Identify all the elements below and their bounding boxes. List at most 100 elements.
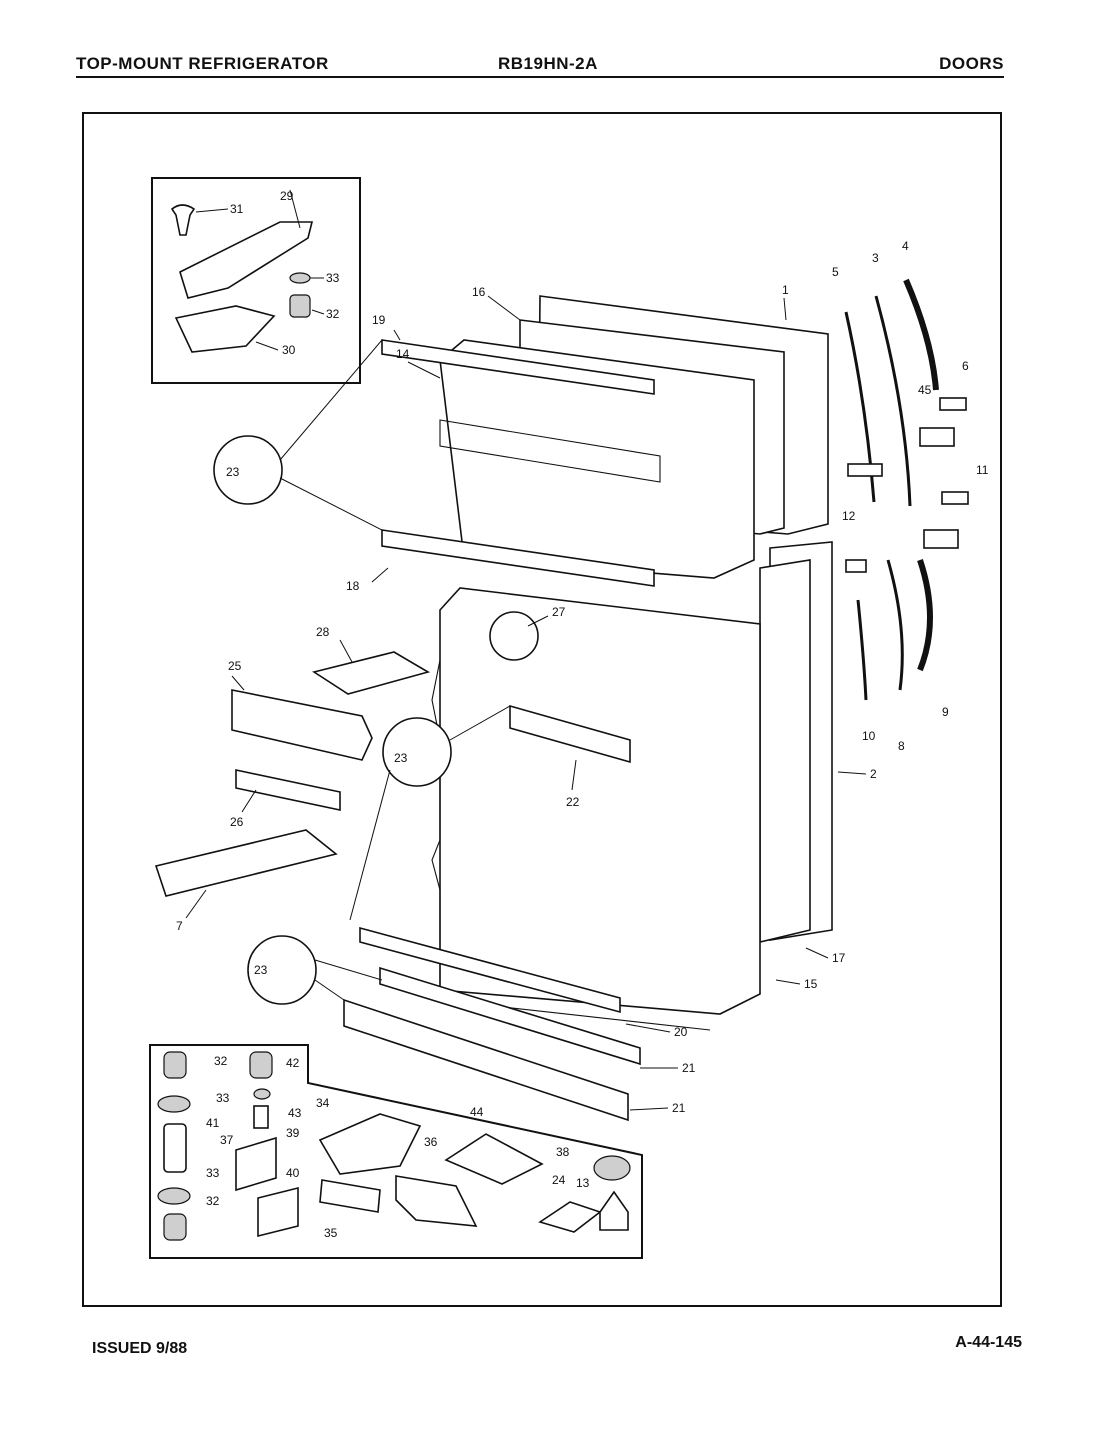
fresh-door-panel-15 [439,587,761,1015]
callout-11: 11 [976,463,989,477]
detail-circle-27 [489,611,539,661]
leader-lines [185,189,867,1111]
bushing-32-top [163,1051,187,1079]
callout-37: 37 [220,1133,234,1147]
door-shelf-22 [509,704,631,764]
hinge-plate-36 [395,1175,478,1227]
shelf-rail-19 [381,339,655,395]
callout-36: 36 [424,1135,438,1149]
handle-10 [856,599,868,701]
hinge-bracket-40 [257,1186,299,1238]
handle-8 [886,559,904,691]
callout-35: 35 [324,1226,338,1240]
shelf-rail-21-lower [343,998,629,1122]
shelf-rail-18 [381,529,655,587]
callout-32: 32 [326,307,340,321]
callout-21: 21 [682,1061,696,1075]
callout-27: 27 [552,605,566,619]
accessory-parts [154,651,431,897]
callout-21b: 21 [672,1101,686,1115]
callout-24: 24 [552,1173,566,1187]
handle-parts [844,278,969,701]
callout-32-lower-top: 32 [214,1054,228,1068]
detail-circles-23 [213,339,511,1005]
hinge-plate-44 [444,1133,544,1185]
detail-circle-23-bottom [247,935,317,1005]
hinge-bracket-24 [538,1201,602,1233]
hinge-bracket-39 [235,1136,277,1192]
callout-23a: 23 [226,465,240,479]
egg-tray-7 [154,829,338,897]
handle-cap-11 [941,491,969,505]
handle-cap-45-lower [923,529,959,549]
callout-10: 10 [862,729,876,743]
egg-tray-cover-28 [312,651,431,695]
issued-date: ISSUED 9/88 [92,1340,188,1357]
callout-38: 38 [556,1145,570,1159]
header-section: DOORS [939,54,1004,73]
callout-28: 28 [316,625,330,639]
hinge-shim-35 [319,1179,381,1213]
callout-1: 1 [782,283,789,297]
handle-cap-45 [919,427,955,447]
callout-labels: 1 2 3 4 5 6 7 8 9 10 11 12 13 14 15 16 1… [176,189,989,1240]
bushing-32-bottom [163,1213,187,1241]
handle-5 [844,311,876,503]
bushing-42 [249,1051,273,1079]
callout-32-lower-bottom: 32 [206,1194,220,1208]
callout-26: 26 [230,815,244,829]
callout-31: 31 [230,202,244,216]
shelf-rail-20 [359,926,621,1014]
callout-23c: 23 [254,963,268,977]
callout-2: 2 [870,767,877,781]
center-hinge-34 [318,1113,422,1175]
fresh-food-door-assembly [343,541,833,1122]
handle-bracket-12-top [847,463,883,477]
callout-41: 41 [206,1116,220,1130]
hinge-shim-30 [174,305,276,353]
callout-14: 14 [396,347,410,361]
dairy-door-25 [231,689,373,761]
handle-bracket-12-bottom [845,559,867,573]
hinge-pin-41 [253,1105,269,1129]
callout-13: 13 [576,1176,590,1190]
washer-43 [253,1088,271,1100]
page-code: A-44-145 [955,1334,1022,1351]
bottom-hinge-inset [149,1044,643,1259]
hinge-screw-31 [170,204,196,236]
header-rule [76,76,1004,78]
top-hinge-inset [151,177,361,384]
handle-cap-6 [939,397,967,411]
hinge-cap-38 [593,1155,631,1181]
callout-33-lower-top: 33 [216,1091,230,1105]
callout-4: 4 [902,239,909,253]
callout-43: 43 [288,1106,302,1120]
washer-33-bottom [157,1187,191,1205]
callout-15: 15 [804,977,818,991]
fresh-gasket-17 [759,559,811,944]
header-model-number: RB19HN-2A [498,54,598,73]
handle-3 [874,295,912,507]
callout-16: 16 [472,285,486,299]
shelf-rail-21-upper [379,966,641,1066]
callout-42: 42 [286,1056,300,1070]
hinge-bushing-32 [289,294,311,318]
callout-5: 5 [832,265,839,279]
callout-40: 40 [286,1166,300,1180]
top-hinge-29 [179,221,314,299]
callout-9: 9 [942,705,949,719]
callout-8: 8 [898,739,905,753]
handle-4 [903,278,939,391]
callout-17: 17 [832,951,846,965]
dairy-label-26 [235,769,341,811]
washer-33-top [157,1095,191,1113]
callout-30: 30 [282,343,296,357]
callout-7: 7 [176,919,183,933]
hinge-washer-33 [289,272,311,284]
screw-13 [599,1190,629,1231]
callout-18: 18 [346,579,360,593]
callout-22: 22 [566,795,580,809]
callout-45: 45 [918,383,932,397]
header-title: TOP-MOUNT REFRIGERATOR [76,54,329,73]
